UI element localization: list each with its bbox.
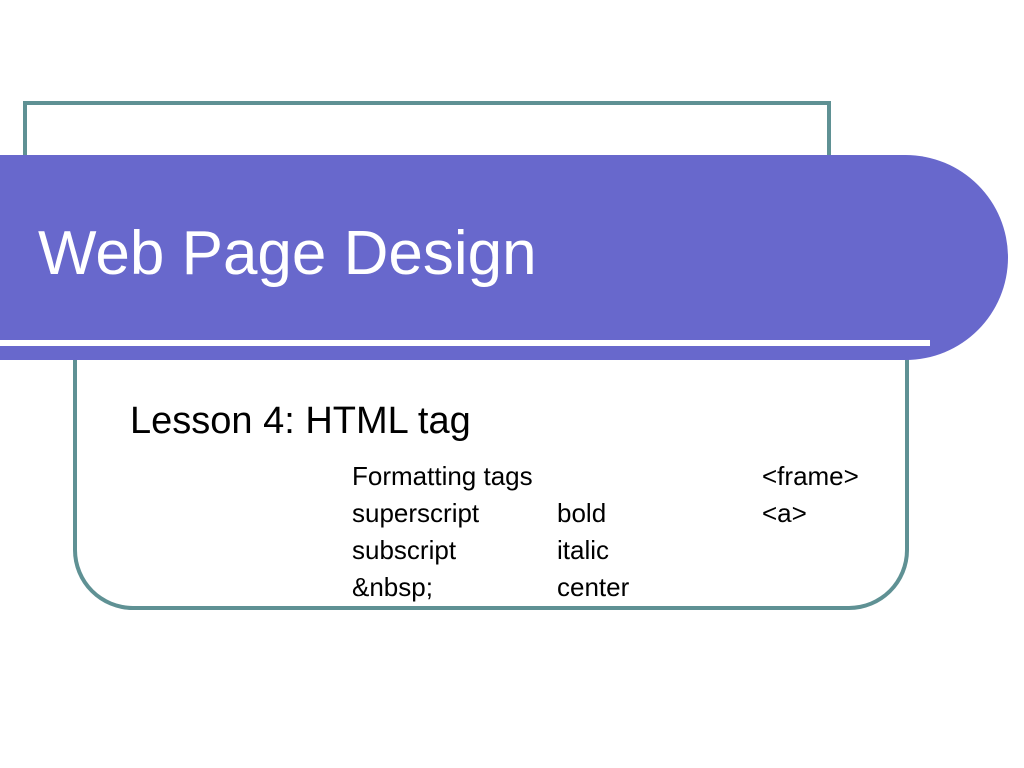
tag-nbsp: &nbsp; [352, 572, 433, 602]
tag-bold: bold [557, 498, 607, 528]
title-band [0, 155, 1008, 360]
tag-superscript: superscript [352, 498, 480, 528]
tag-center: center [557, 572, 630, 602]
tag-anchor: <a> [762, 498, 807, 528]
tag-frame: <frame> [762, 461, 859, 491]
title-underline [0, 340, 930, 346]
tag-subscript: subscript [352, 535, 457, 565]
tag-formatting-tags: Formatting tags [352, 461, 533, 491]
tag-italic: italic [557, 535, 610, 565]
slide-title: Web Page Design [38, 219, 537, 288]
slide-subtitle: Lesson 4: HTML tag [130, 400, 471, 442]
